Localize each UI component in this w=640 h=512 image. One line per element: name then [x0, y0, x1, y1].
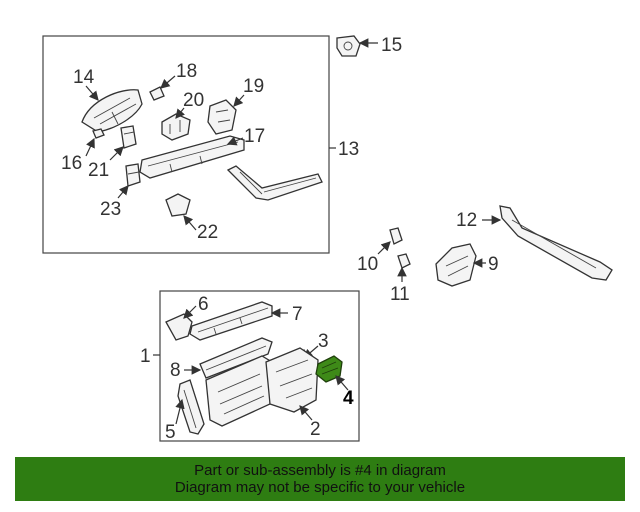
part-9[interactable] [435, 243, 477, 287]
part-23[interactable] [125, 163, 141, 187]
upper-group-box [42, 35, 330, 254]
callout-5[interactable]: 5 [165, 422, 176, 443]
callout-1[interactable]: 1 [140, 346, 151, 367]
callout-15[interactable]: 15 [381, 35, 402, 56]
part-16[interactable] [92, 128, 105, 139]
callout-18[interactable]: 18 [176, 61, 197, 82]
part-13-member [226, 165, 323, 201]
part-6[interactable] [165, 313, 193, 341]
callout-3[interactable]: 3 [318, 331, 329, 352]
part-22[interactable] [165, 193, 191, 217]
part-5[interactable] [177, 379, 205, 435]
callout-4[interactable]: 4 [343, 388, 354, 409]
callout-10[interactable]: 10 [357, 254, 378, 275]
callout-19[interactable]: 19 [243, 76, 264, 97]
notice-line-1: Part or sub-assembly is #4 in diagram [194, 462, 446, 479]
part-10[interactable] [389, 227, 403, 245]
lower-group-box [159, 290, 360, 442]
callout-9[interactable]: 9 [488, 254, 499, 275]
callout-6[interactable]: 6 [198, 294, 209, 315]
part-17[interactable] [139, 135, 245, 179]
part-11[interactable] [397, 253, 411, 269]
part-12[interactable] [499, 205, 613, 281]
callout-16[interactable]: 16 [61, 153, 82, 174]
callout-13[interactable]: 13 [338, 139, 359, 160]
callout-21[interactable]: 21 [88, 160, 109, 181]
callout-12[interactable]: 12 [456, 210, 477, 231]
part-15[interactable] [336, 35, 361, 57]
part-notice-banner: Part or sub-assembly is #4 in diagram Di… [15, 457, 625, 501]
part-8[interactable] [199, 337, 273, 379]
part-18[interactable] [149, 86, 165, 101]
parts-diagram: 13 14 16 21 18 20 19 17 [42, 35, 613, 443]
callout-17[interactable]: 17 [244, 126, 265, 147]
part-14[interactable] [81, 89, 143, 133]
callout-20[interactable]: 20 [183, 90, 204, 111]
part-2[interactable] [265, 347, 319, 413]
callout-23[interactable]: 23 [100, 199, 121, 220]
callout-11[interactable]: 11 [390, 284, 410, 305]
callout-8[interactable]: 8 [170, 360, 181, 381]
callout-2[interactable]: 2 [310, 419, 321, 440]
callout-14[interactable]: 14 [73, 67, 95, 88]
part-19[interactable] [207, 99, 237, 135]
notice-line-2: Diagram may not be specific to your vehi… [174, 479, 466, 496]
callout-7[interactable]: 7 [292, 304, 303, 325]
part-21[interactable] [120, 125, 137, 149]
callout-22[interactable]: 22 [197, 222, 218, 243]
